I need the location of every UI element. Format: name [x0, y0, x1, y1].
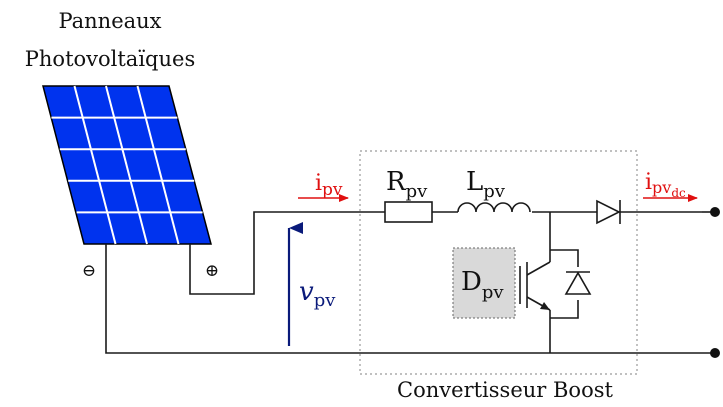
l-pv-label: Lpv	[466, 167, 506, 202]
diode-icon	[596, 199, 621, 225]
i-out-sub: pv	[652, 178, 671, 197]
terminal-negative-icon: ⊖	[82, 261, 96, 281]
i-pv-label: ipv	[315, 171, 343, 200]
igbt-switch-icon	[519, 250, 551, 318]
i-pv-main: i	[315, 171, 322, 196]
d-pv-sub: pv	[482, 282, 505, 303]
r-pv-main: R	[386, 167, 407, 197]
boost-caption: Convertisseur Boost	[397, 378, 613, 402]
panel-title-line1: Panneaux	[58, 9, 161, 33]
d-pv-main: D	[461, 267, 482, 297]
solar-panel	[42, 85, 212, 245]
panel-title-line2: Photovoltaïques	[25, 47, 195, 71]
r-pv-label: Rpv	[386, 167, 428, 202]
v-pv-main: v	[299, 277, 314, 307]
resistor-icon	[384, 201, 433, 223]
i-out-label: ipvdc	[645, 170, 686, 200]
freewheel-diode-icon	[564, 271, 592, 295]
v-pv-label: vpv	[299, 277, 336, 311]
i-out-subsub: dc	[671, 186, 686, 200]
i-out-main: i	[645, 170, 652, 195]
v-pv-sub: pv	[314, 290, 337, 311]
terminal-positive-icon: ⊕	[205, 261, 219, 281]
l-pv-sub: pv	[483, 181, 506, 202]
l-pv-main: L	[466, 167, 483, 197]
output-terminal-top-icon	[710, 207, 720, 217]
output-terminal-bottom-icon	[710, 348, 720, 358]
controller-block	[452, 247, 516, 319]
i-pv-sub: pv	[322, 180, 343, 200]
r-pv-sub: pv	[406, 181, 429, 202]
d-pv-label: Dpv	[461, 267, 504, 303]
inductor-icon	[457, 202, 531, 213]
